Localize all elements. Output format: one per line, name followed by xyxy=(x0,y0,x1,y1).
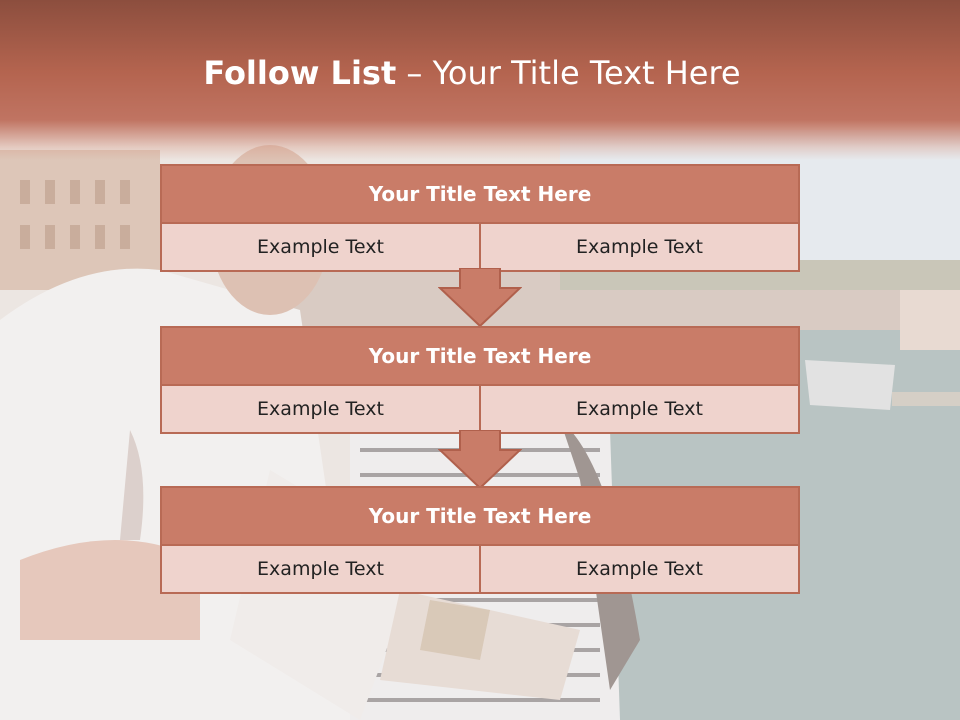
follow-block-3: Your Title Text Here Example Text Exampl… xyxy=(160,486,800,594)
example-text-right: Example Text xyxy=(479,386,798,432)
block-title: Your Title Text Here xyxy=(162,166,798,224)
title-rest: Your Title Text Here xyxy=(432,54,741,92)
example-text-right: Example Text xyxy=(479,224,798,270)
example-text-left: Example Text xyxy=(162,546,479,592)
follow-block-1: Your Title Text Here Example Text Exampl… xyxy=(160,164,800,272)
example-text-left: Example Text xyxy=(162,224,479,270)
down-arrow-icon xyxy=(438,268,522,328)
block-row: Example Text Example Text xyxy=(162,386,798,432)
follow-block-2: Your Title Text Here Example Text Exampl… xyxy=(160,326,800,434)
down-arrow-icon xyxy=(438,430,522,490)
slide-title: Follow List – Your Title Text Here xyxy=(0,54,944,92)
title-bold: Follow List xyxy=(203,54,397,92)
header-band xyxy=(0,0,960,160)
example-text-left: Example Text xyxy=(162,386,479,432)
block-title: Your Title Text Here xyxy=(162,328,798,386)
example-text-right: Example Text xyxy=(479,546,798,592)
block-row: Example Text Example Text xyxy=(162,224,798,270)
title-dash: – xyxy=(396,54,433,92)
block-title: Your Title Text Here xyxy=(162,488,798,546)
block-row: Example Text Example Text xyxy=(162,546,798,592)
